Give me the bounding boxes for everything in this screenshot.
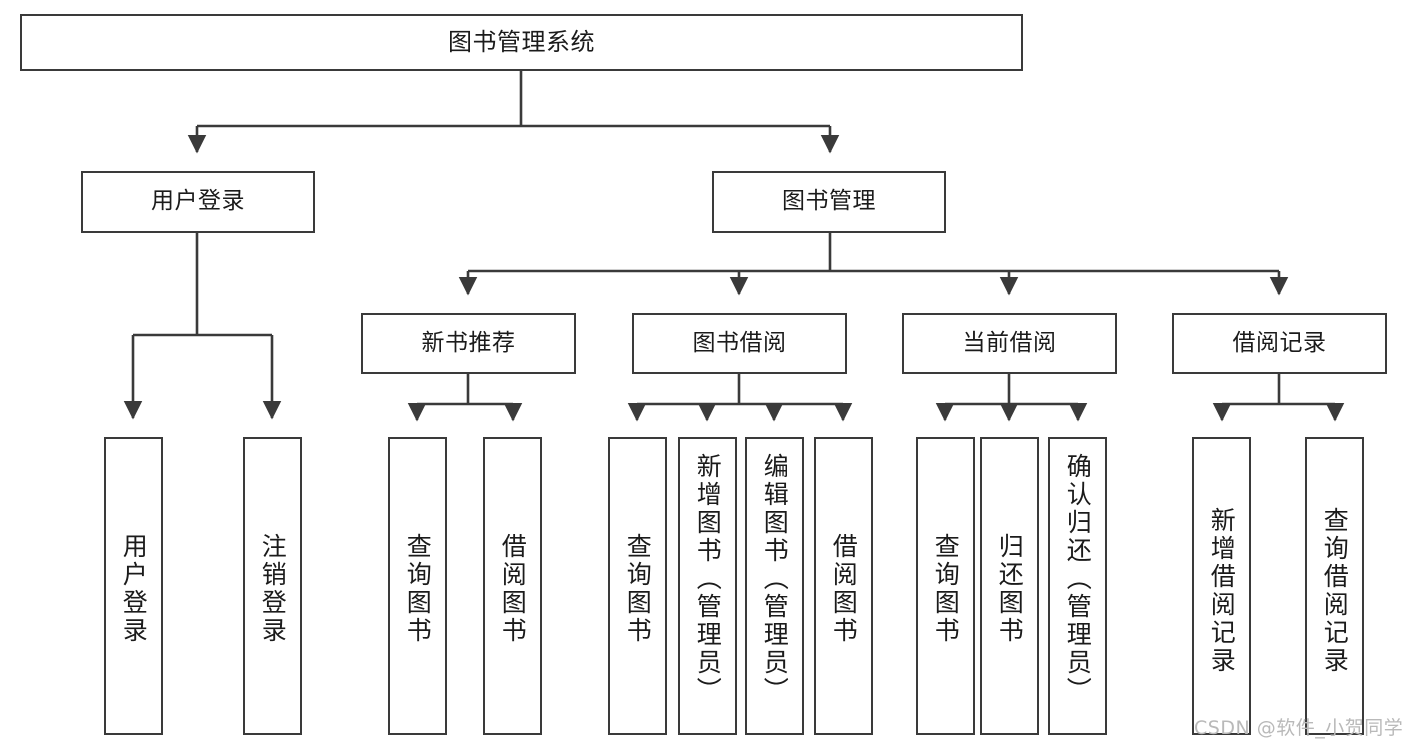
node-label: 查询借阅记录 — [1320, 507, 1350, 675]
leaf-add-book-admin[interactable]: 新增图书（管理员） — [678, 437, 737, 735]
node-label: 图书管理系统 — [448, 28, 595, 57]
leaf-query-book-current-borrow[interactable]: 查询图书 — [916, 437, 975, 735]
node-label: 借阅图书 — [829, 533, 859, 645]
node-label: 查询图书 — [931, 533, 961, 645]
node-label: 编辑图书（管理员） — [760, 453, 790, 705]
node-label: 借阅记录 — [1232, 329, 1327, 356]
leaf-query-book-book-borrow[interactable]: 查询图书 — [608, 437, 667, 735]
leaf-query-book-new-book-recommend[interactable]: 查询图书 — [388, 437, 447, 735]
node-label: 借阅图书 — [498, 533, 528, 645]
node-label: 图书管理 — [782, 188, 876, 215]
node-label: 用户登录 — [119, 533, 149, 645]
node-label: 注销登录 — [258, 533, 288, 645]
leaf-borrow-book-new-book-recommend[interactable]: 借阅图书 — [483, 437, 542, 735]
node-label: 归还图书 — [995, 533, 1025, 645]
leaf-edit-book-admin[interactable]: 编辑图书（管理员） — [745, 437, 804, 735]
node-book-management[interactable]: 图书管理 — [712, 171, 946, 233]
node-current-borrow[interactable]: 当前借阅 — [902, 313, 1117, 374]
node-label: 当前借阅 — [962, 329, 1057, 356]
node-label: 图书借阅 — [692, 329, 787, 356]
watermark-csdn: CSDN @软件_小贺同学 — [1194, 717, 1404, 739]
node-user-login[interactable]: 用户登录 — [81, 171, 315, 233]
node-label: 新书推荐 — [421, 329, 516, 356]
node-label: 确认归还（管理员） — [1063, 453, 1093, 705]
leaf-confirm-return-admin[interactable]: 确认归还（管理员） — [1048, 437, 1107, 735]
node-label: 查询图书 — [403, 533, 433, 645]
leaf-logout-login[interactable]: 注销登录 — [243, 437, 302, 735]
leaf-add-borrow-record[interactable]: 新增借阅记录 — [1192, 437, 1251, 735]
leaf-return-book[interactable]: 归还图书 — [980, 437, 1039, 735]
node-new-book-recommend[interactable]: 新书推荐 — [361, 313, 576, 374]
leaf-borrow-book-book-borrow[interactable]: 借阅图书 — [814, 437, 873, 735]
node-label: 查询图书 — [623, 533, 653, 645]
node-borrow-record[interactable]: 借阅记录 — [1172, 313, 1387, 374]
node-root-book-management-system[interactable]: 图书管理系统 — [20, 14, 1023, 71]
node-label: 用户登录 — [151, 188, 245, 215]
node-book-borrow[interactable]: 图书借阅 — [632, 313, 847, 374]
node-label: 新增借阅记录 — [1207, 507, 1237, 675]
node-label: 新增图书（管理员） — [693, 453, 723, 705]
leaf-user-login[interactable]: 用户登录 — [104, 437, 163, 735]
leaf-query-borrow-record[interactable]: 查询借阅记录 — [1305, 437, 1364, 735]
